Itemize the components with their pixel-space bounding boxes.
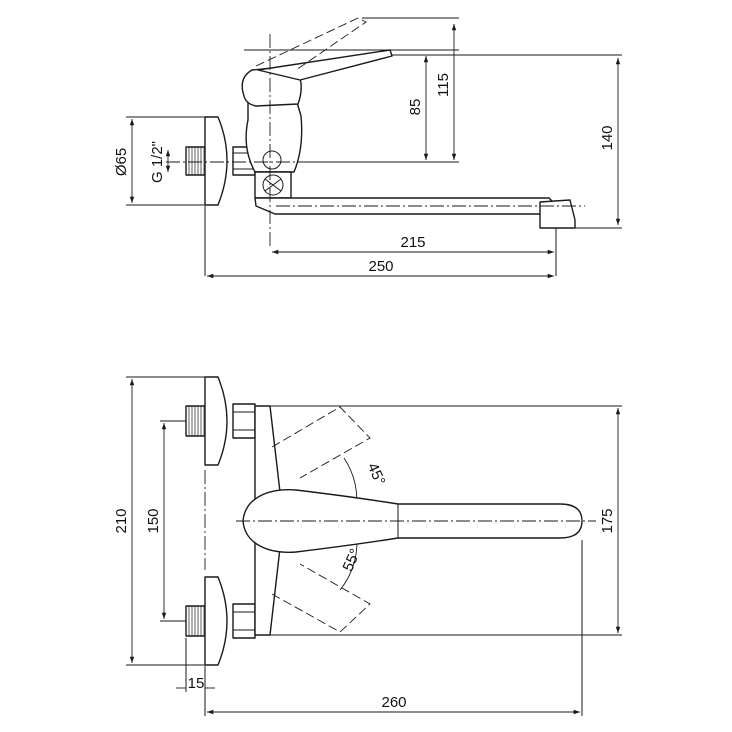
- dim-85: 85: [407, 99, 424, 116]
- dim-150: 150: [145, 508, 162, 533]
- dim-210: 210: [113, 508, 130, 533]
- side-body: [245, 91, 303, 173]
- side-view: 115 85 140 Ø65 G 1/2" 215 250: [113, 17, 622, 279]
- side-swivel-coupling: [254, 171, 292, 199]
- dim-175: 175: [599, 508, 616, 533]
- dim-diameter-65: Ø65: [113, 148, 130, 176]
- dim-115: 115: [435, 73, 452, 97]
- front-top-inlet: [185, 376, 256, 466]
- front-spout-swing-down: [271, 563, 371, 633]
- dim-215: 215: [400, 234, 425, 251]
- dim-angle-45: 45°: [364, 460, 389, 488]
- side-lever-raised: [255, 17, 367, 71]
- dim-thread-g-half: G 1/2": [149, 141, 166, 183]
- dim-250: 250: [368, 258, 393, 275]
- side-flange: [204, 116, 228, 206]
- side-lever-handle: [257, 49, 393, 81]
- dim-angle-55: 55°: [340, 546, 365, 574]
- dim-260: 260: [381, 694, 406, 711]
- front-view: 210 150 175 45° 55° 15 260: [113, 376, 622, 716]
- side-aerator: [539, 199, 576, 229]
- side-inlet-thread: [185, 146, 208, 176]
- front-bottom-inlet: [185, 576, 256, 666]
- front-spout-swing-up: [271, 406, 371, 479]
- dim-140: 140: [599, 125, 616, 150]
- dim-15: 15: [188, 675, 205, 692]
